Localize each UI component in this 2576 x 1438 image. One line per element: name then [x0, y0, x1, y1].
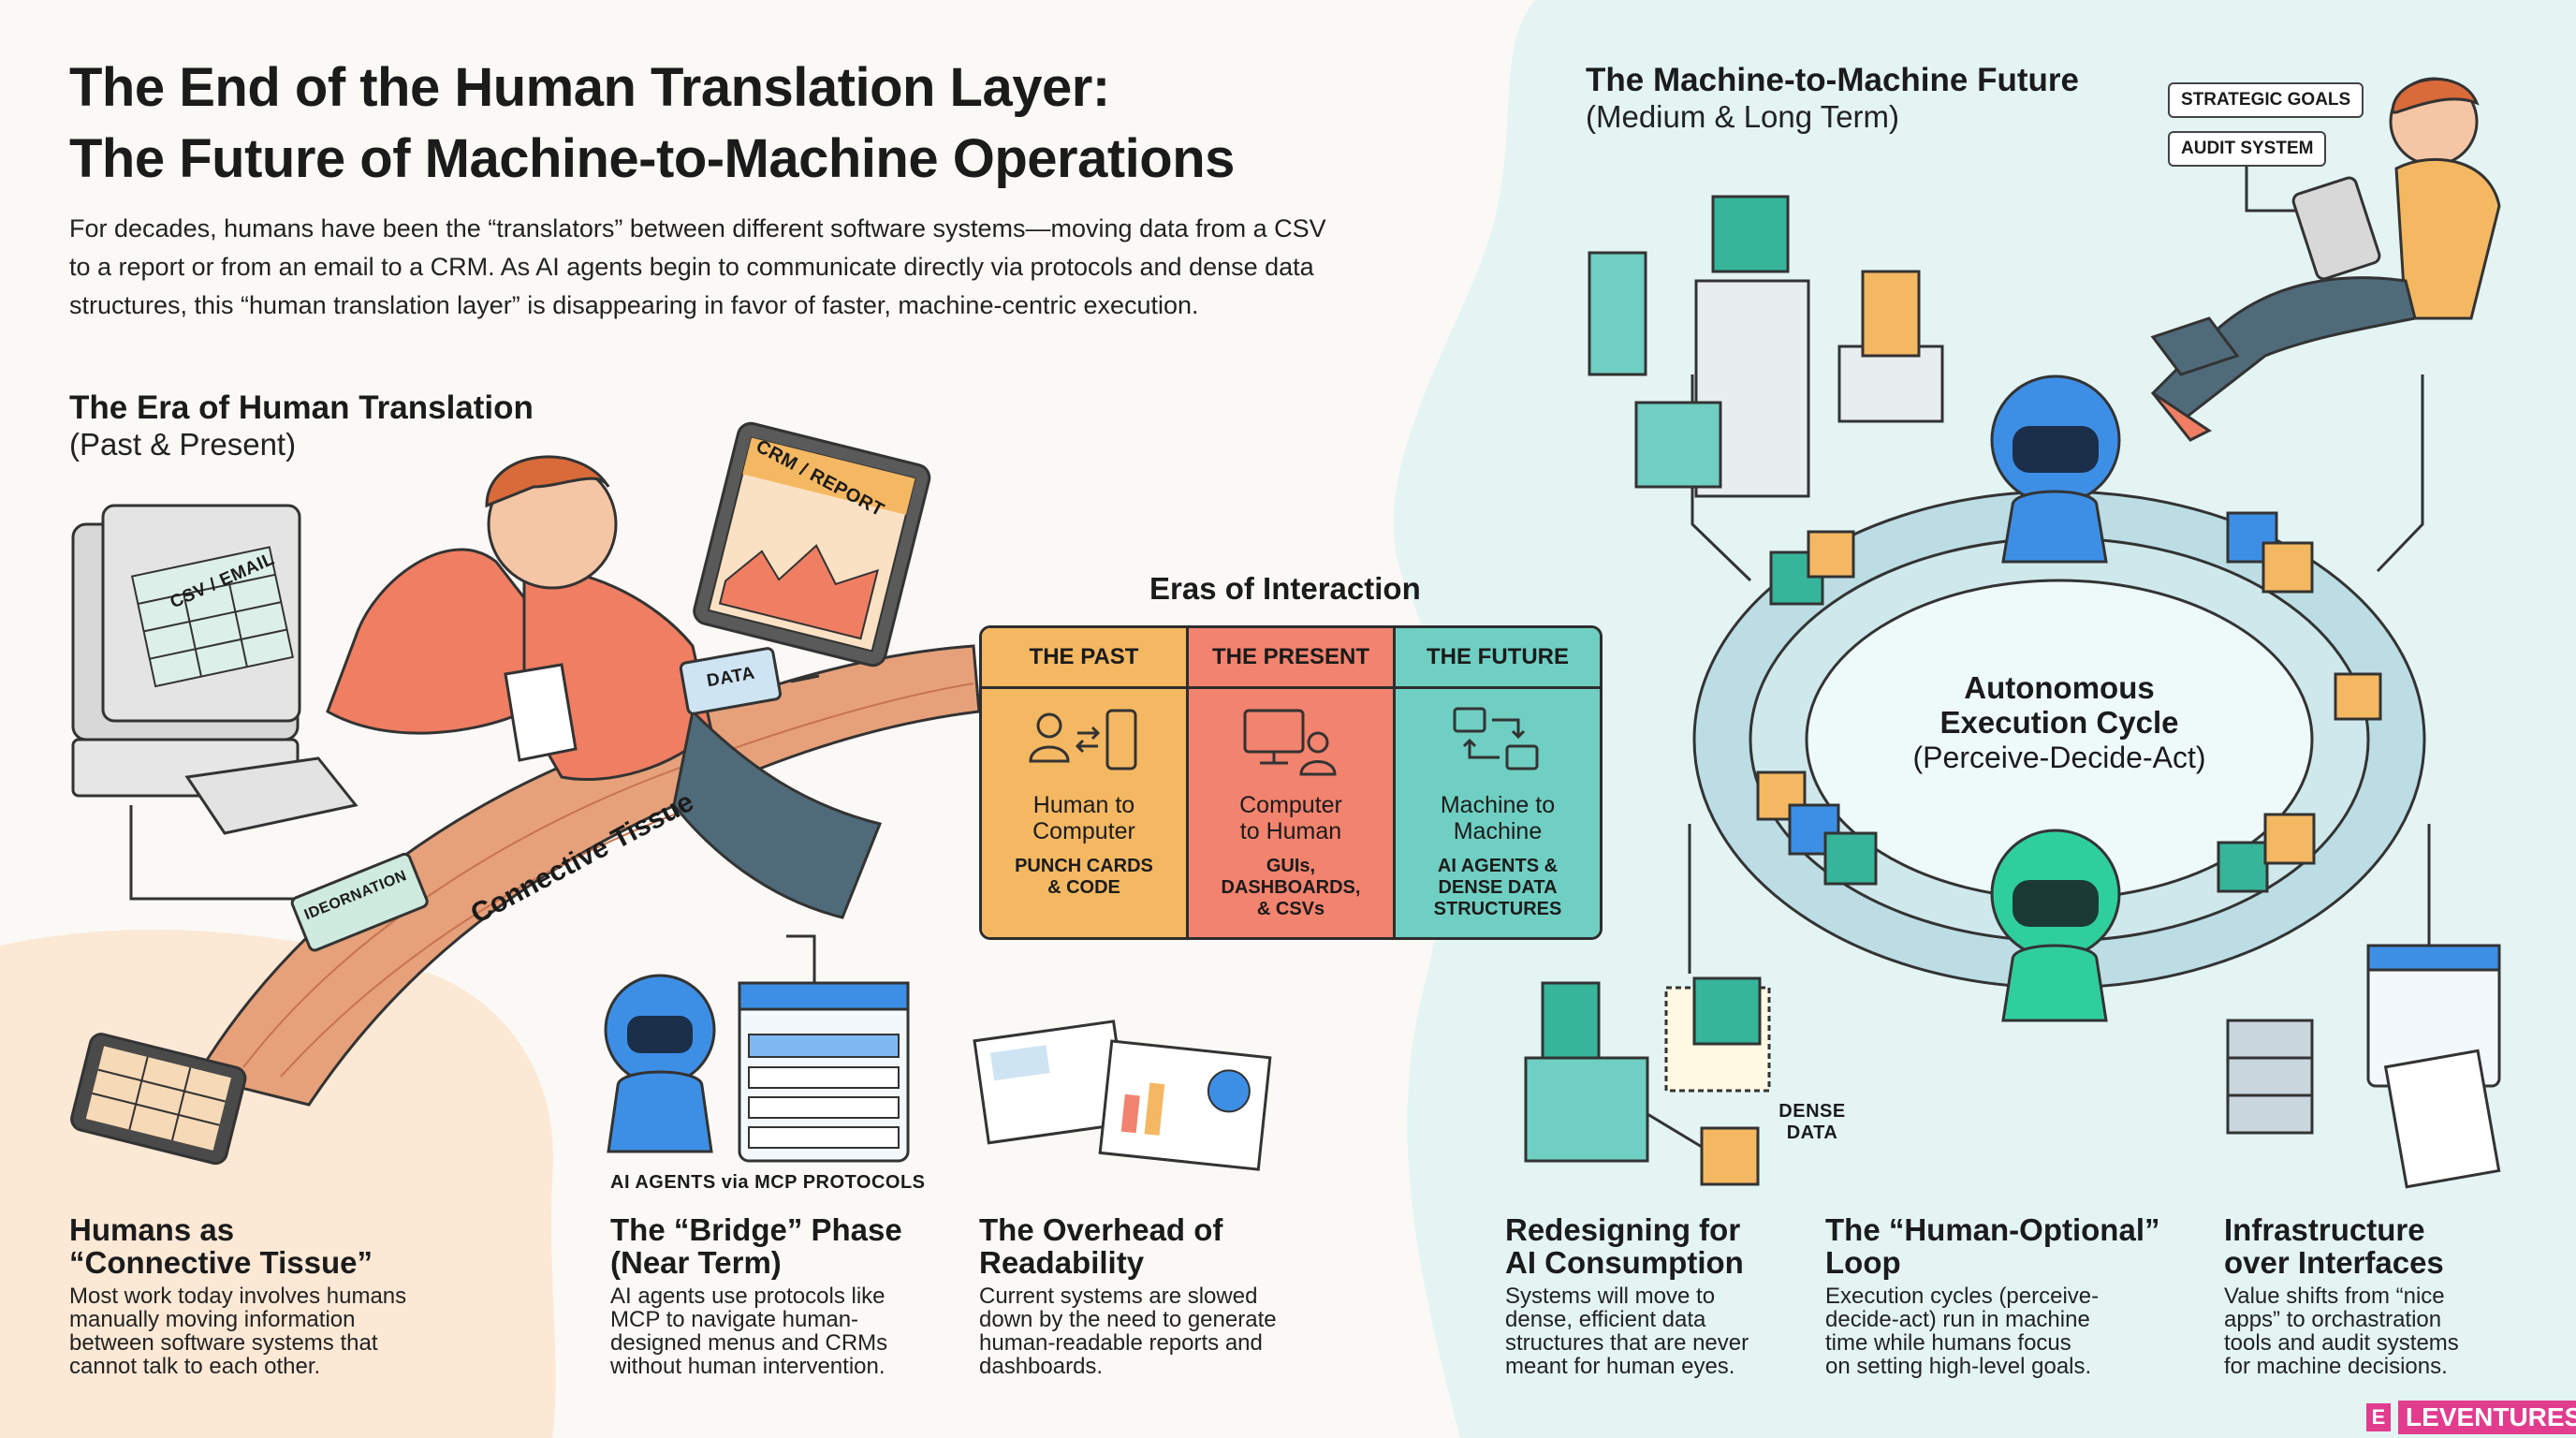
- dense-data-label: DENSE DATA: [1778, 1101, 1846, 1143]
- col-human-optional: The “Human-Optional”Loop Execution cycle…: [1825, 1212, 2160, 1379]
- col-bridge-phase: The “Bridge” Phase(Near Term) AI agents …: [610, 1212, 902, 1379]
- col-connective-tissue: Humans as“Connective Tissue” Most work t…: [69, 1212, 407, 1379]
- person-to-phone-icon: [1023, 689, 1145, 792]
- monitor-person-icon: [1239, 689, 1342, 792]
- machine-exchange-icon: [1451, 689, 1544, 792]
- ai-agents-mcp-label: AI AGENTS via MCP PROTOCOLS: [610, 1172, 926, 1193]
- leventures-logo: E LEVENTURES: [2366, 1401, 2576, 1434]
- audit-system-tag: AUDIT SYSTEM: [2168, 131, 2327, 167]
- right-section-header: The Machine-to-Machine Future (Medium & …: [1586, 62, 2079, 134]
- strategic-goals-tag: STRATEGIC GOALS: [2168, 82, 2364, 118]
- intro-paragraph: For decades, humans have been the “trans…: [69, 214, 1326, 319]
- eras-heading: Eras of Interaction: [1149, 571, 1421, 606]
- logo-mark: E: [2366, 1403, 2391, 1431]
- logo-text: LEVENTURES: [2398, 1401, 2576, 1434]
- left-section-header: The Era of Human Translation (Past & Pre…: [69, 389, 534, 462]
- page-title: The End of the Human Translation Layer: …: [69, 57, 1235, 189]
- cycle-center-label: Autonomous Execution Cycle (Perceive-Dec…: [1912, 670, 2206, 774]
